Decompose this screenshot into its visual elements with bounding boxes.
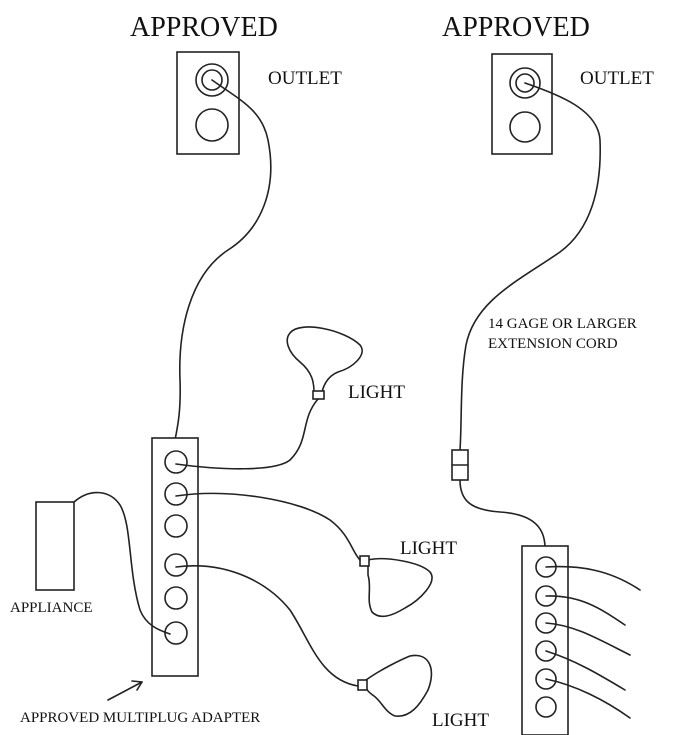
adapter-socket — [164, 553, 188, 577]
right-outlet-plug — [515, 73, 535, 93]
appliance-label: APPLIANCE — [10, 600, 93, 616]
right-multiplug — [521, 545, 569, 735]
lamp-socket — [357, 679, 368, 691]
cord-to-lamp-bottom — [175, 565, 359, 687]
right-adapter-socket — [535, 668, 557, 690]
right-panel: APPROVED OUTLET 14 GAGE OR LARGER EXTENS… — [442, 12, 654, 735]
lamp-socket — [312, 390, 325, 400]
left-panel: APPROVED OUTLET LIGHT — [10, 12, 489, 731]
cord-label-line1: 14 GAGE OR LARGER — [488, 316, 637, 332]
right-outgoing-cord — [545, 595, 626, 626]
left-light-label-2: LIGHT — [400, 538, 457, 559]
right-outgoing-cord — [545, 565, 641, 591]
adapter-socket — [164, 450, 188, 474]
right-outlet-label: OUTLET — [580, 68, 654, 89]
left-outlet — [176, 51, 240, 155]
cord-label-line2: EXTENSION CORD — [488, 336, 618, 352]
right-adapter-socket — [535, 640, 557, 662]
left-outlet-socket-top — [195, 63, 229, 97]
right-adapter-socket — [535, 696, 557, 718]
adapter-socket — [164, 514, 188, 538]
left-heading: APPROVED — [130, 12, 278, 43]
left-lamp-bottom — [357, 654, 433, 717]
right-adapter-socket — [535, 612, 557, 634]
multiplug-adapter — [151, 437, 199, 677]
lamp-shade — [286, 326, 363, 393]
lamp-shade — [364, 654, 433, 717]
adapter-label: APPROVED MULTIPLUG ADAPTER — [20, 710, 260, 726]
lamp-shade — [367, 557, 433, 618]
cord-to-lamp-top — [175, 398, 319, 470]
left-outlet-socket-bottom — [195, 108, 229, 142]
lamp-socket — [359, 555, 370, 567]
right-outlet-plate — [491, 53, 553, 155]
cord-to-lamp-middle — [175, 492, 361, 561]
cord-to-appliance — [73, 491, 171, 635]
right-outlet-socket-top — [509, 67, 541, 99]
right-outlet-socket-bottom — [509, 111, 541, 143]
extension-cord-lower — [459, 479, 546, 549]
left-main-cord — [174, 79, 272, 441]
adapter-callout-arrow — [107, 680, 143, 701]
left-light-label-1: LIGHT — [348, 382, 405, 403]
right-outgoing-cord — [545, 678, 631, 719]
right-outlet — [491, 53, 553, 155]
left-outlet-label: OUTLET — [268, 68, 342, 89]
left-lamp-middle — [359, 555, 433, 618]
right-outgoing-cord — [545, 650, 626, 691]
adapter-socket — [164, 586, 188, 610]
right-outgoing-cord — [545, 622, 631, 656]
adapter-body — [151, 437, 199, 677]
appliance-box — [35, 501, 75, 591]
left-outlet-plug — [201, 69, 223, 91]
left-light-label-3: LIGHT — [432, 710, 489, 731]
left-outlet-plate — [176, 51, 240, 155]
extension-cord — [459, 82, 602, 451]
right-heading: APPROVED — [442, 12, 590, 43]
